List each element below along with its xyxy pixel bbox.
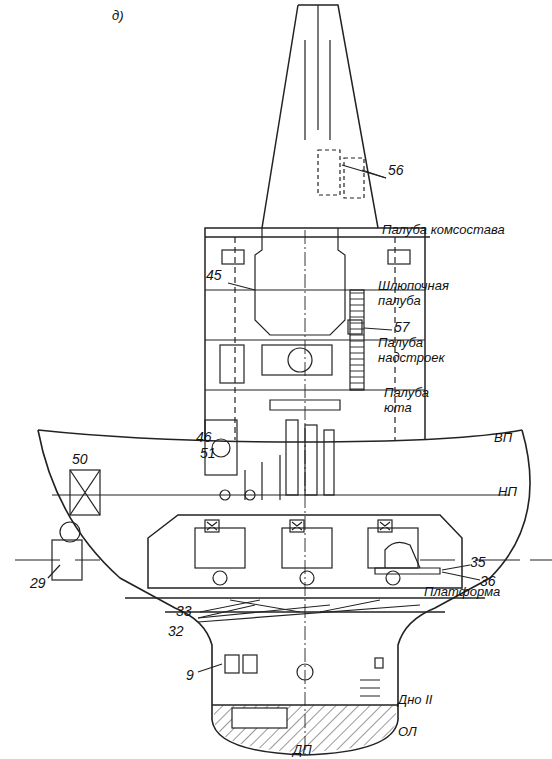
deck-label: Палуба комсостава <box>382 222 505 237</box>
callout-number: 57 <box>394 320 410 335</box>
deck-label: Палуба надстроек <box>378 335 458 365</box>
deck-label: Дно II <box>398 692 432 707</box>
view-letter: д) <box>112 8 124 23</box>
callout-number: 29 <box>30 576 46 591</box>
callout-number: 33 <box>176 604 192 619</box>
callout-number: 50 <box>72 452 88 467</box>
deck-label: Шлюпочная палуба <box>378 278 458 308</box>
callout-number: 9 <box>186 668 194 683</box>
callout-number: 56 <box>388 163 508 178</box>
callout-number: 45 <box>206 268 222 283</box>
callout-number: 35 <box>470 555 486 570</box>
callout-number: 32 <box>168 624 184 639</box>
deck-label: Платформа <box>424 584 500 599</box>
deck-mark: ВП <box>494 430 512 445</box>
line-mark: ДП <box>293 742 312 757</box>
callout-number: 51 <box>200 446 216 461</box>
deck-mark: НП <box>498 484 517 499</box>
callout-number: 46 <box>196 430 212 445</box>
deck-label: Палуба юта <box>384 385 444 415</box>
line-mark: ОЛ <box>398 724 417 739</box>
